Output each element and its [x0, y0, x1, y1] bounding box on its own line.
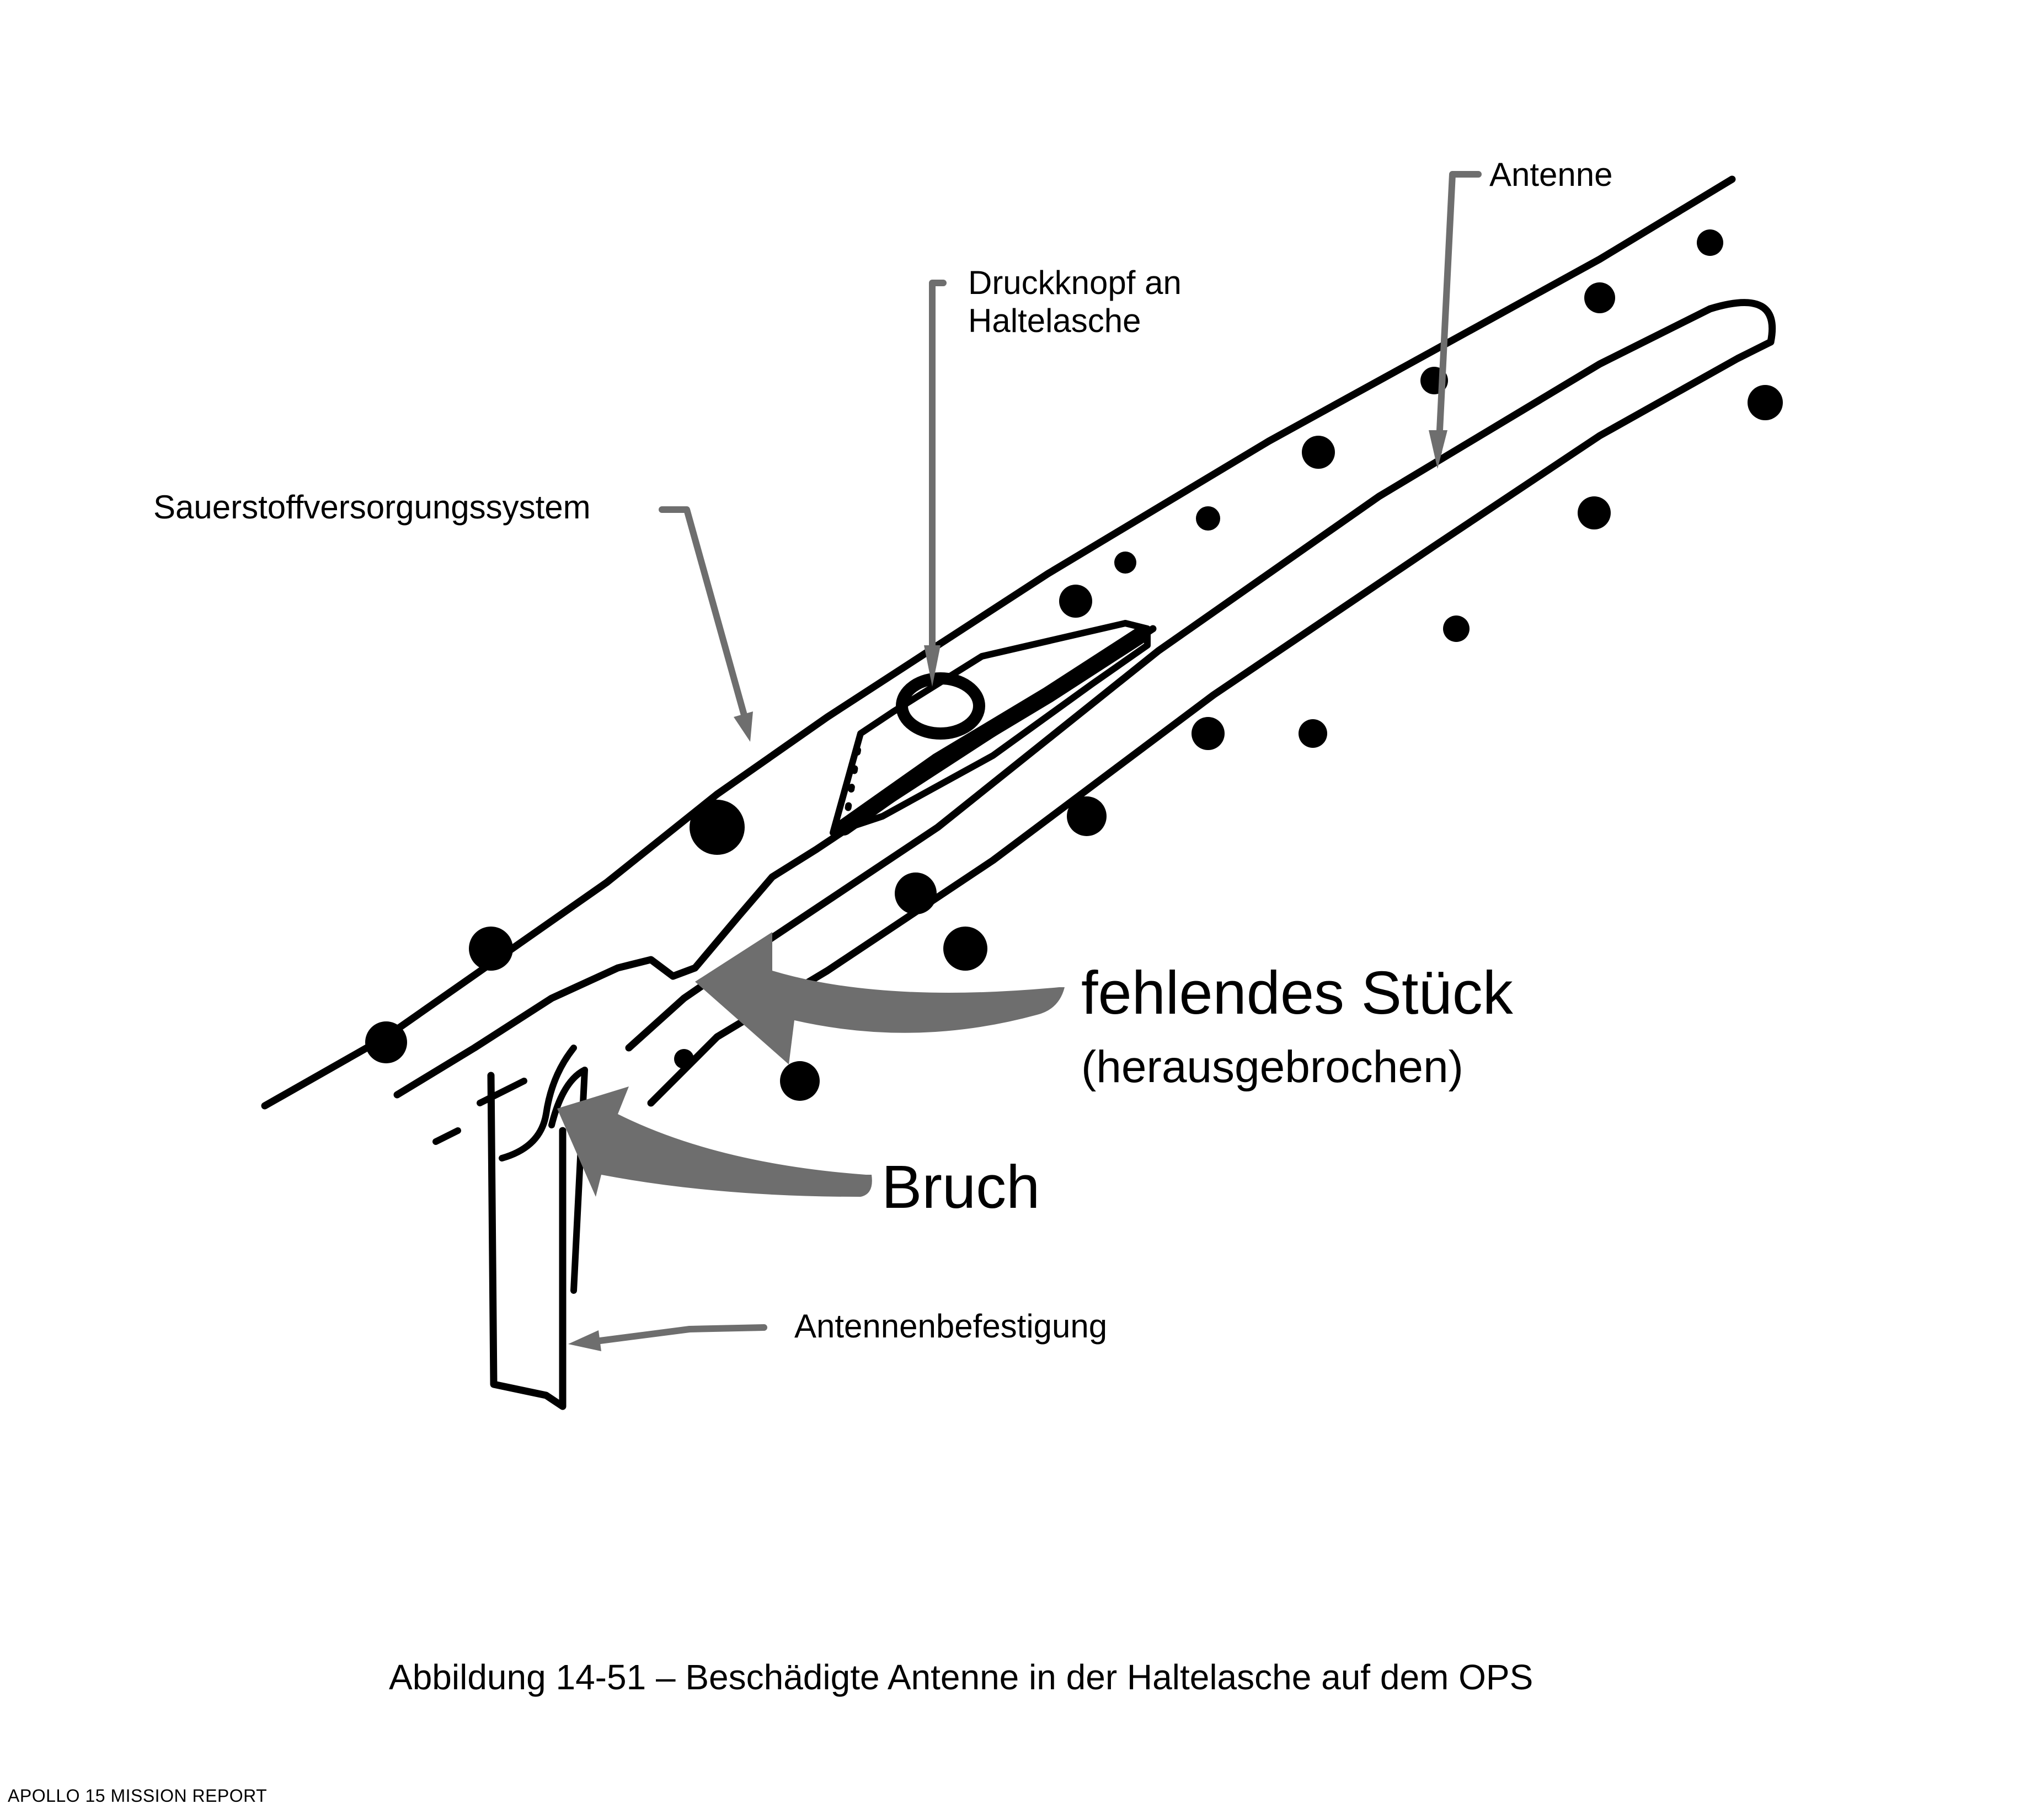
ops-leader-arrowhead — [734, 711, 753, 742]
antenna-upper-line — [625, 299, 1776, 1052]
texture-mark — [365, 1021, 407, 1063]
texture-mark — [1443, 615, 1470, 642]
texture-mark — [943, 927, 987, 971]
texture-mark — [1067, 796, 1107, 836]
callouts — [557, 171, 1482, 1351]
break-arrow — [557, 1086, 872, 1197]
texture-mark — [690, 800, 745, 855]
antenna-leader-arrowhead — [1429, 430, 1447, 469]
figure-caption: Abbildung 14-51 – Beschädigte Antenne in… — [389, 1657, 1534, 1697]
antenna-lower-line — [647, 338, 1775, 1107]
texture-mark — [1302, 436, 1335, 469]
strap-dark-edge — [836, 626, 1150, 836]
texture-mark — [1748, 385, 1783, 420]
label-break: Bruch — [881, 1153, 1040, 1221]
label-missing-piece: fehlendes Stück — [1081, 959, 1513, 1027]
texture-mark — [1114, 552, 1136, 574]
strap-stitching — [843, 747, 861, 820]
texture-marks — [365, 229, 1783, 1101]
snap-leader-arrowhead — [924, 645, 941, 687]
broken-stub — [432, 1078, 527, 1145]
texture-mark — [1697, 229, 1723, 256]
ops-top-edge — [261, 175, 1736, 1110]
texture-mark — [1584, 282, 1615, 313]
snap-leader-line — [929, 280, 947, 654]
snap-button — [896, 672, 985, 740]
texture-mark — [674, 1049, 694, 1069]
line-drawing — [261, 175, 1776, 1410]
texture-mark — [895, 872, 937, 914]
mount-leader-arrowhead — [568, 1330, 601, 1351]
ops-leader-line — [659, 506, 748, 720]
label-antenna-mount: Antennenbefestigung — [794, 1308, 1108, 1345]
antenna-leader-line — [1435, 171, 1482, 456]
mount-leader-line — [592, 1324, 767, 1345]
label-snap-button: Druckknopf an Haltelasche — [968, 264, 1182, 340]
texture-mark — [780, 1061, 820, 1101]
texture-mark — [1578, 496, 1611, 529]
label-snap-button-line2: Haltelasche — [968, 302, 1141, 339]
texture-mark — [1059, 585, 1092, 618]
label-missing-piece-note: (herausgebrochen) — [1081, 1042, 1463, 1092]
texture-mark — [1299, 719, 1327, 748]
texture-mark — [1192, 717, 1225, 750]
missing-piece-arrow — [695, 932, 1065, 1064]
footer-report-title: APOLLO 15 MISSION REPORT — [8, 1786, 268, 1806]
texture-mark — [1196, 506, 1220, 531]
antenna-mount-post — [487, 1072, 567, 1410]
antenna-mount-inner — [548, 1067, 588, 1294]
texture-mark — [469, 927, 513, 971]
antenna-mount-curve — [499, 1045, 577, 1161]
label-snap-button-line1: Druckknopf an — [968, 264, 1182, 301]
label-antenna: Antenne — [1489, 156, 1613, 193]
label-oxygen-system: Sauerstoffversorgungssystem — [153, 489, 591, 526]
